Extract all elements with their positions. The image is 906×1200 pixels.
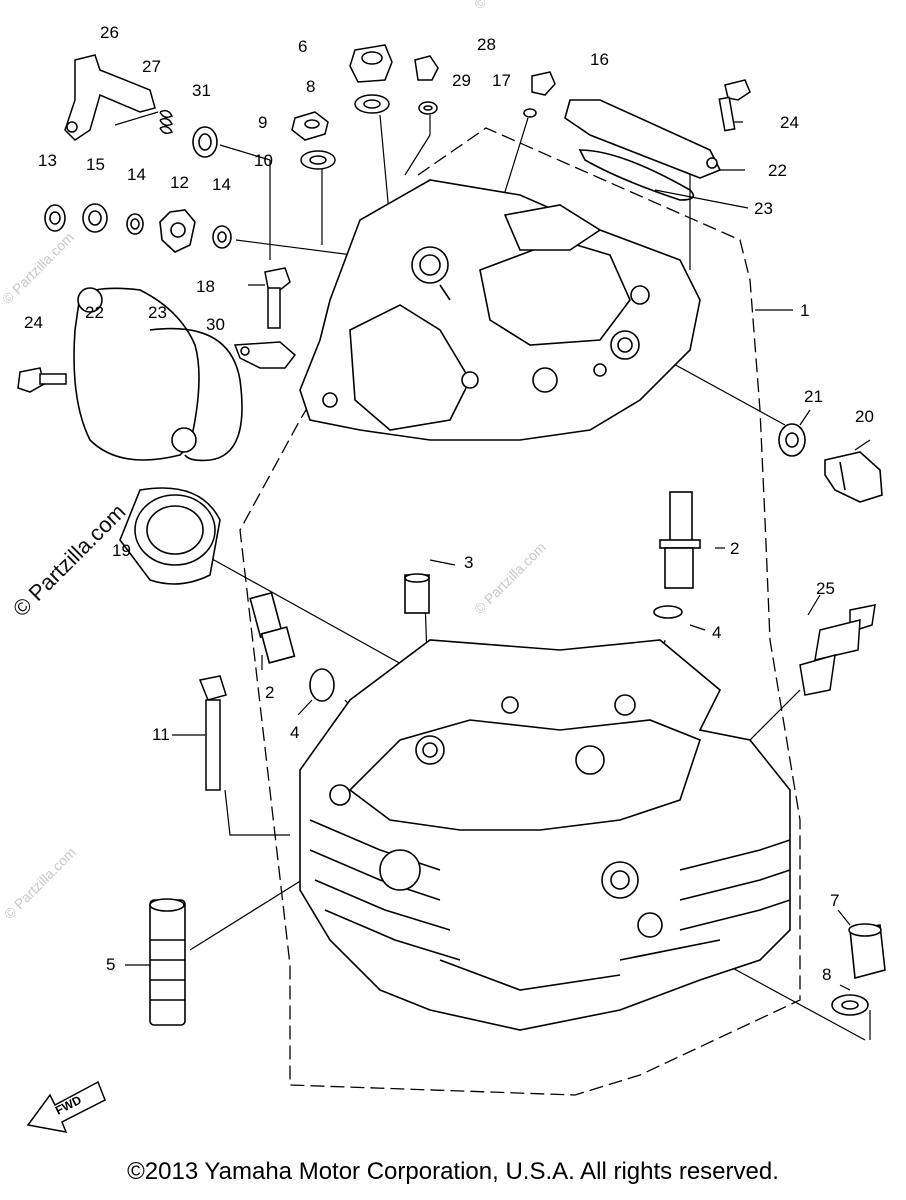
callout-20: 20 bbox=[855, 407, 874, 426]
callout-24: 24 bbox=[24, 313, 43, 332]
callout-25: 25 bbox=[816, 579, 835, 598]
callout-22: 22 bbox=[768, 161, 787, 180]
callout-8: 8 bbox=[822, 965, 831, 984]
callout-8: 8 bbox=[306, 77, 315, 96]
watermark-main: © Partzilla.com bbox=[8, 499, 131, 622]
callout-12: 12 bbox=[170, 173, 189, 192]
assembly-outline bbox=[239, 127, 801, 1096]
callout-16: 16 bbox=[590, 50, 609, 69]
callout-2: 2 bbox=[730, 539, 739, 558]
gear-shaft-parts bbox=[44, 203, 232, 253]
head-top-cover bbox=[299, 179, 701, 441]
watermark: © Partzilla.com bbox=[0, 229, 77, 307]
tappet-cover-side bbox=[73, 287, 243, 462]
part-11-bolt bbox=[198, 675, 227, 791]
valve-cover-upper bbox=[564, 99, 722, 201]
callout-27: 27 bbox=[142, 57, 161, 76]
callout-14: 14 bbox=[212, 175, 231, 194]
callout-4: 4 bbox=[712, 623, 721, 642]
part-30-bracket bbox=[233, 341, 297, 369]
callout-1: 1 bbox=[800, 301, 809, 320]
callout-28: 28 bbox=[477, 35, 496, 54]
callout-18: 18 bbox=[196, 277, 215, 296]
drain-plug-and-washer bbox=[778, 423, 883, 503]
callout-7: 7 bbox=[830, 891, 839, 910]
part-19-cap bbox=[119, 487, 221, 585]
callout-26: 26 bbox=[100, 23, 119, 42]
callout-19: 19 bbox=[112, 541, 131, 560]
part-27-spring bbox=[159, 109, 173, 135]
callout-10: 10 bbox=[254, 151, 273, 170]
watermark: © Partzilla.com bbox=[471, 0, 549, 12]
callout-23: 23 bbox=[148, 303, 167, 322]
callout-31: 31 bbox=[192, 81, 211, 100]
part-25-spark-plug bbox=[799, 604, 876, 696]
watermark: © Partzilla.com bbox=[1, 844, 79, 922]
part-26-decompression-lever bbox=[64, 54, 156, 141]
upper-fasteners bbox=[17, 44, 751, 393]
callout-11: 11 bbox=[152, 725, 170, 744]
part-31-oil-seal bbox=[192, 126, 218, 158]
callout-14: 14 bbox=[127, 165, 146, 184]
callout-22: 22 bbox=[85, 303, 104, 322]
callout-21: 21 bbox=[804, 387, 823, 406]
callout-15: 15 bbox=[86, 155, 105, 174]
callout-13: 13 bbox=[38, 151, 57, 170]
watermark: © Partzilla.com bbox=[471, 539, 549, 617]
callout-30: 30 bbox=[206, 315, 225, 334]
callout-24: 24 bbox=[780, 113, 799, 132]
callout-3: 3 bbox=[464, 553, 473, 572]
callout-17: 17 bbox=[492, 71, 511, 90]
callout-5: 5 bbox=[106, 955, 115, 974]
fwd-arrow: FWD bbox=[26, 1080, 106, 1133]
callout-29: 29 bbox=[452, 71, 471, 90]
callout-2: 2 bbox=[265, 683, 274, 702]
callout-6: 6 bbox=[298, 37, 307, 56]
callout-23: 23 bbox=[754, 199, 773, 218]
copyright-notice: ©2013 Yamaha Motor Corporation, U.S.A. A… bbox=[127, 1158, 779, 1185]
callout-4: 4 bbox=[290, 723, 299, 742]
part-5-stud bbox=[149, 898, 186, 1026]
valve-guides bbox=[249, 491, 701, 702]
cylinder-head-body bbox=[299, 639, 791, 1031]
part-7-cap-and-washer bbox=[831, 923, 886, 1016]
callout-9: 9 bbox=[258, 113, 267, 132]
callout-numbers: 26 27 31 13 15 14 12 14 6 8 9 10 28 29 1… bbox=[24, 23, 874, 984]
